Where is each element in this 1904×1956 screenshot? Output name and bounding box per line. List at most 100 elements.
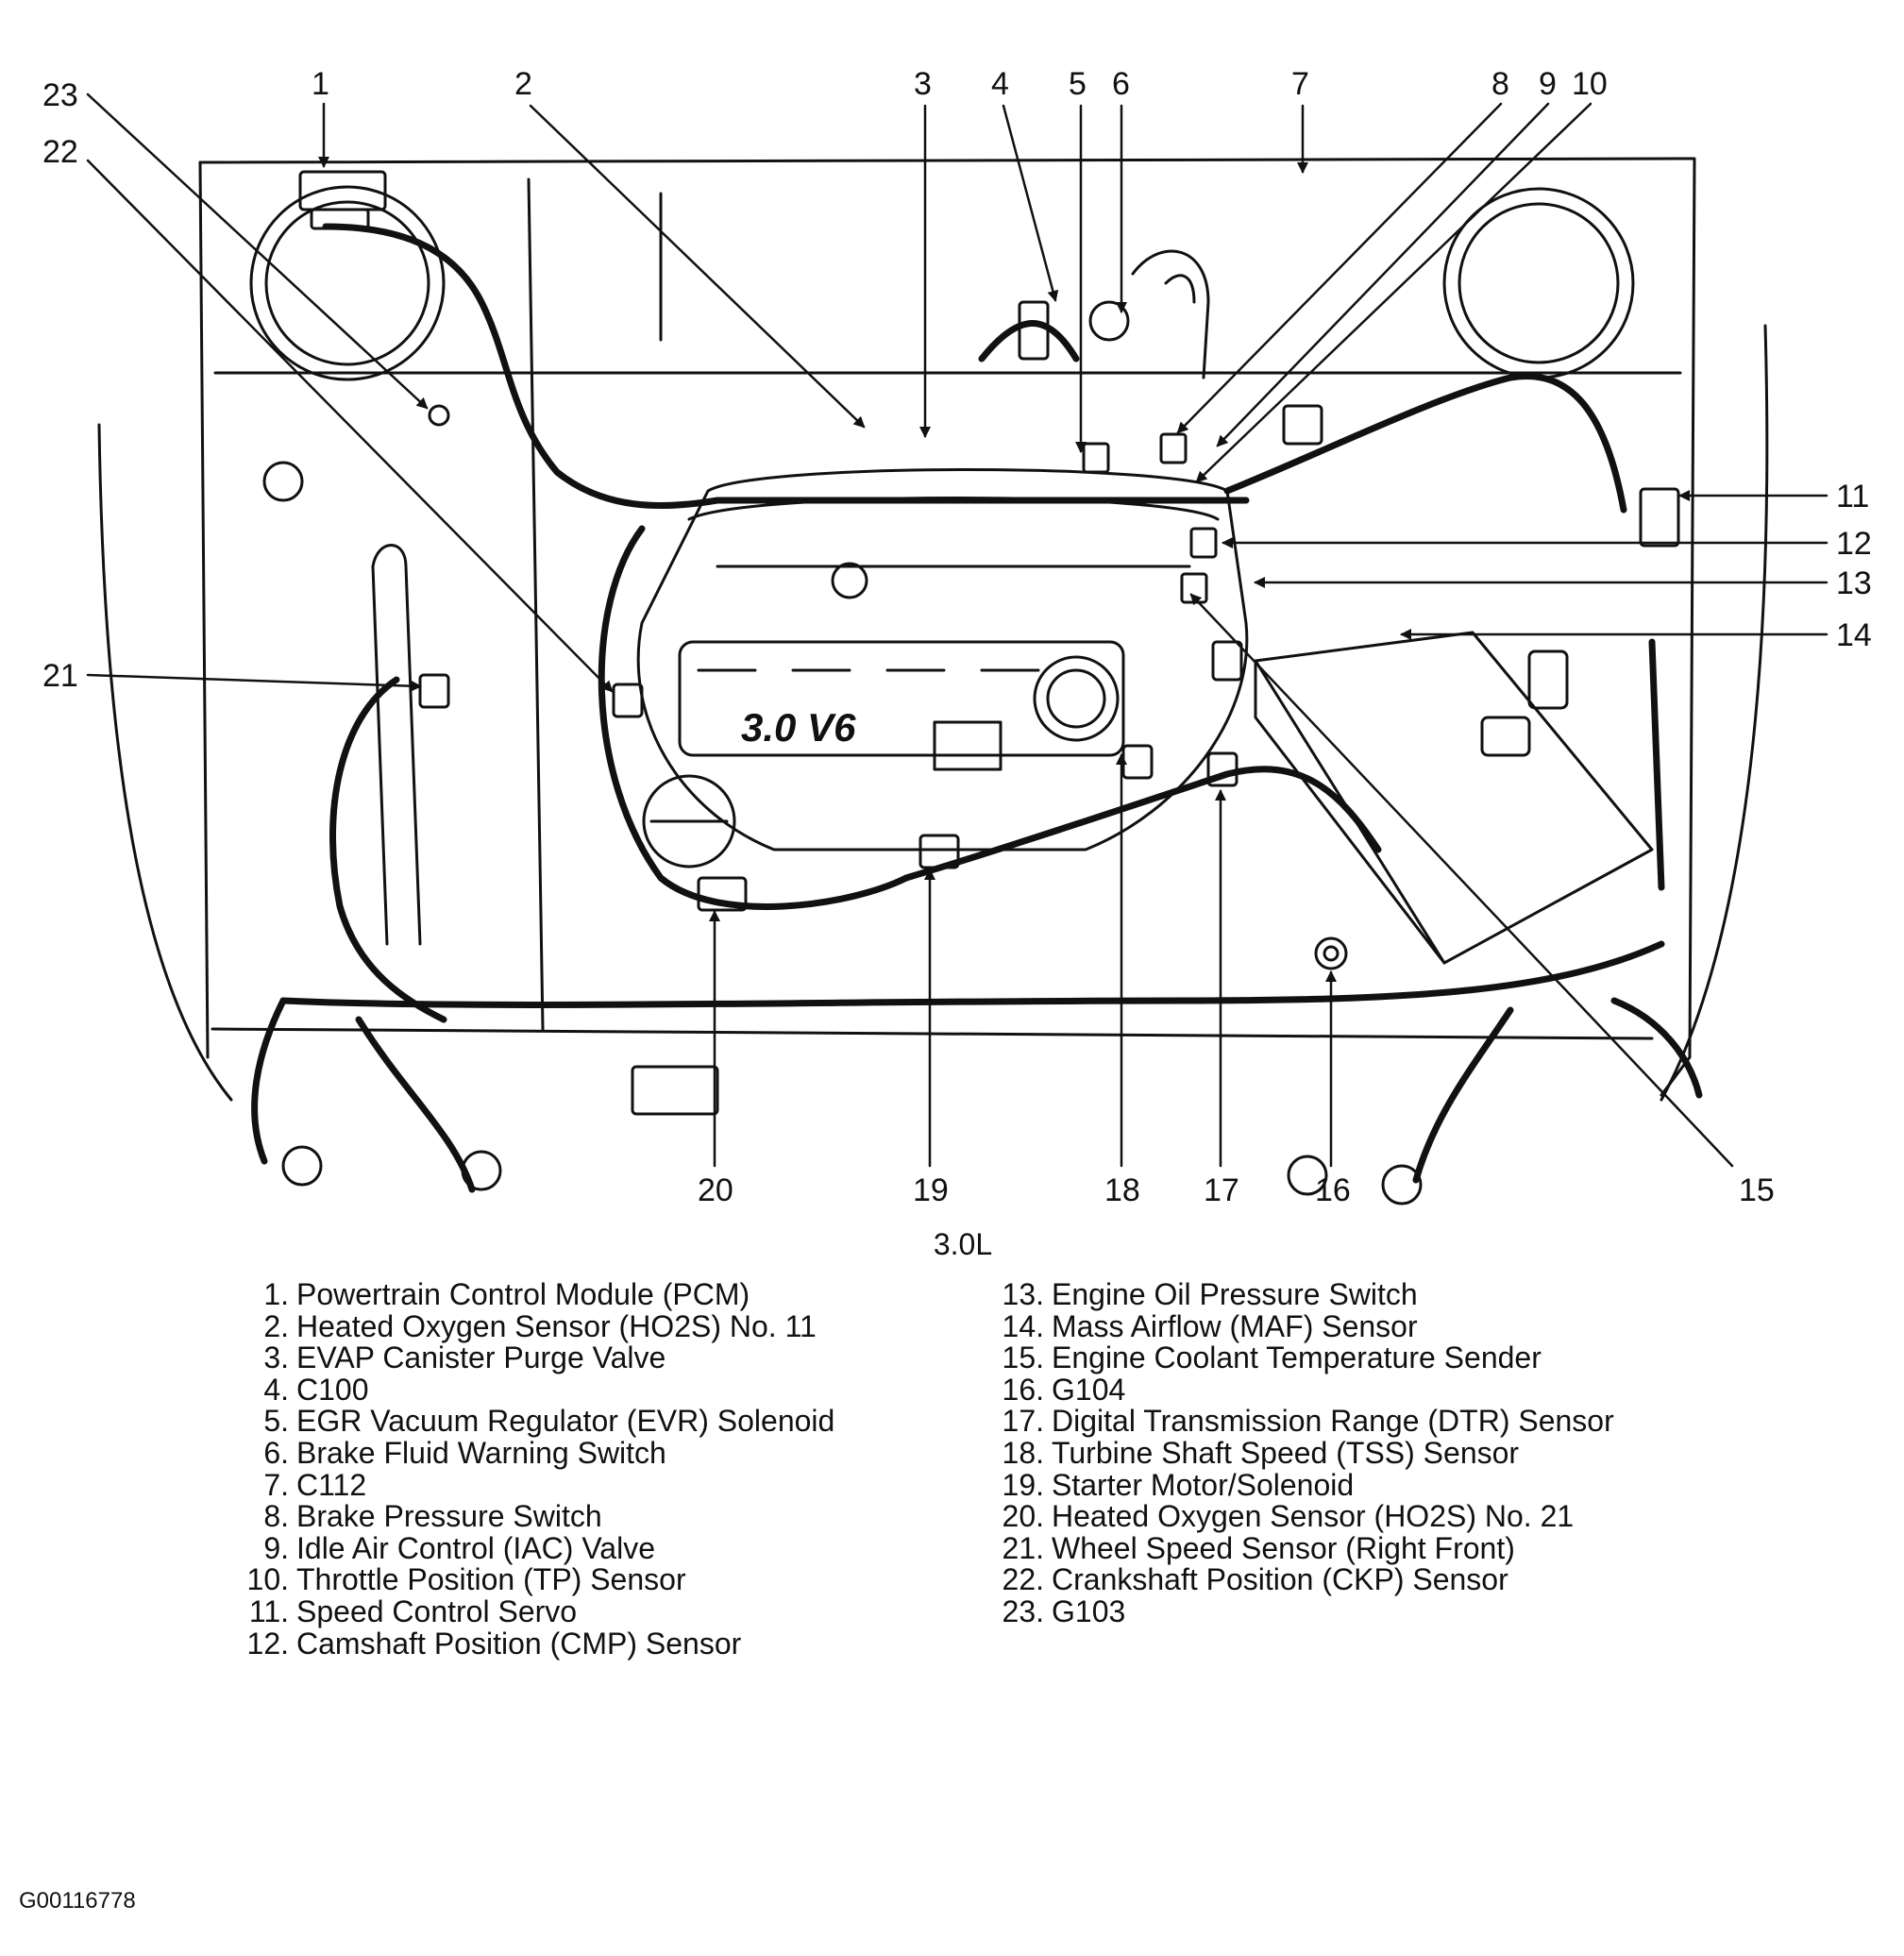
- engine-block: [636, 468, 1249, 868]
- legend-item: 9.Idle Air Control (IAC) Valve: [236, 1530, 834, 1565]
- legend-item-number: 23.: [1002, 1593, 1044, 1628]
- legend-item-number: 5.: [263, 1404, 289, 1439]
- legend-item: 7.C112: [236, 1467, 834, 1502]
- pcm-connector: [310, 208, 370, 230]
- legend-item-number: 16.: [1002, 1372, 1044, 1407]
- legend-item-number: 14.: [1002, 1308, 1044, 1343]
- leader-lines: [86, 93, 1828, 1168]
- legend-item-number: 15.: [1002, 1341, 1044, 1375]
- callout-7: 7: [1291, 66, 1309, 102]
- wiring-harness: [251, 223, 1703, 1193]
- callout-13: 13: [1836, 565, 1872, 601]
- callout-10: 10: [1572, 66, 1608, 102]
- legend-item-number: 9.: [263, 1530, 289, 1565]
- legend-item-label: Heated Oxygen Sensor (HO2S) No. 21: [1052, 1499, 1575, 1534]
- legend-item: 21.Wheel Speed Sensor (Right Front): [991, 1530, 1614, 1565]
- legend-left-column: 1.Powertrain Control Module (PCM)2.Heate…: [236, 1277, 835, 1661]
- legend-item-label: C100: [296, 1372, 369, 1407]
- legend-item-number: 2.: [263, 1308, 289, 1343]
- legend-item-number: 12.: [246, 1626, 289, 1661]
- legend-item: 11.Speed Control Servo: [236, 1593, 834, 1628]
- leader-23: [86, 93, 429, 410]
- callout-22: 22: [42, 134, 78, 170]
- legend-item: 3.EVAP Canister Purge Valve: [236, 1342, 834, 1374]
- legend-item-label: Heated Oxygen Sensor (HO2S) No. 11: [296, 1308, 817, 1343]
- legend-item-number: 4.: [263, 1372, 289, 1407]
- engine-compartment-outline: [97, 157, 1769, 1102]
- legend-item-label: Camshaft Position (CMP) Sensor: [296, 1626, 742, 1661]
- legend-item-number: 6.: [263, 1435, 289, 1470]
- leader-10: [1195, 102, 1592, 483]
- legend-item: 22.Crankshaft Position (CKP) Sensor: [991, 1564, 1614, 1596]
- legend-item-number: 11.: [248, 1593, 289, 1628]
- legend-item: 2.Heated Oxygen Sensor (HO2S) No. 11: [236, 1308, 834, 1343]
- air-intake: [371, 249, 1210, 946]
- leader-15: [1189, 593, 1734, 1168]
- leader-22: [86, 159, 614, 693]
- callout-20: 20: [698, 1172, 733, 1208]
- ground-g104: [1314, 936, 1348, 970]
- callout-numbers: 1 2 3 4 5 6 7 8 9 10 11 12 13 14 15 16 1…: [42, 66, 1872, 1208]
- legend-item: 18.Turbine Shaft Speed (TSS) Sensor: [991, 1435, 1614, 1470]
- leader-9: [1216, 102, 1550, 447]
- legend-item-label: EVAP Canister Purge Valve: [296, 1341, 666, 1375]
- leader-21: [86, 673, 422, 692]
- legend-item-label: Brake Fluid Warning Switch: [296, 1435, 666, 1470]
- legend-item-label: Engine Oil Pressure Switch: [1052, 1277, 1418, 1311]
- legend-item-number: 22.: [1002, 1562, 1044, 1597]
- callout-16: 16: [1315, 1172, 1351, 1208]
- legend-item-number: 20.: [1002, 1499, 1044, 1534]
- components: [262, 170, 1680, 1206]
- legend-item: 14.Mass Airflow (MAF) Sensor: [991, 1308, 1614, 1343]
- legend-item-label: Mass Airflow (MAF) Sensor: [1052, 1308, 1418, 1343]
- legend-item: 4.C100: [236, 1374, 834, 1407]
- callout-18: 18: [1104, 1172, 1140, 1208]
- legend-item-number: 7.: [263, 1467, 289, 1502]
- callout-14: 14: [1836, 617, 1872, 653]
- diagram-caption: 3.0L: [933, 1227, 993, 1261]
- callout-9: 9: [1539, 66, 1557, 102]
- legend-item-label: Starter Motor/Solenoid: [1052, 1467, 1355, 1502]
- legend-item: 5.EGR Vacuum Regulator (EVR) Solenoid: [236, 1406, 834, 1438]
- callout-6: 6: [1112, 66, 1130, 102]
- legend-item-label: Brake Pressure Switch: [296, 1499, 602, 1534]
- callout-15: 15: [1739, 1172, 1775, 1208]
- callout-17: 17: [1204, 1172, 1239, 1208]
- legend-item-number: 21.: [1002, 1530, 1044, 1565]
- callout-23: 23: [42, 77, 78, 113]
- legend-item-label: Wheel Speed Sensor (Right Front): [1052, 1530, 1515, 1565]
- legend-item-number: 18.: [1002, 1435, 1044, 1470]
- legend-item: 8.Brake Pressure Switch: [236, 1501, 834, 1533]
- legend-item: 23.G103: [991, 1593, 1614, 1628]
- callout-19: 19: [913, 1172, 949, 1208]
- leader-4: [1002, 104, 1059, 302]
- callout-3: 3: [914, 66, 932, 102]
- engine-cover-text: 3.0 V6: [741, 705, 856, 750]
- callout-2: 2: [514, 66, 532, 102]
- legend-item-number: 17.: [1002, 1404, 1044, 1439]
- leader-2: [529, 104, 866, 429]
- legend-item: 19.Starter Motor/Solenoid: [991, 1467, 1614, 1502]
- callout-12: 12: [1836, 526, 1872, 562]
- callout-5: 5: [1069, 66, 1087, 102]
- legend-item: 13.Engine Oil Pressure Switch: [991, 1277, 1614, 1311]
- leader-8: [1176, 102, 1503, 434]
- callout-4: 4: [991, 66, 1009, 102]
- legend-item-label: Engine Coolant Temperature Sender: [1052, 1341, 1542, 1375]
- legend-item-label: Speed Control Servo: [296, 1593, 578, 1628]
- legend-item-number: 3.: [263, 1341, 289, 1375]
- ground-g103: [428, 404, 450, 427]
- callout-8: 8: [1491, 66, 1509, 102]
- legend-item: 12.Camshaft Position (CMP) Sensor: [236, 1626, 834, 1661]
- strut-tower-left: [249, 185, 446, 381]
- legend-item-label: Idle Air Control (IAC) Valve: [296, 1530, 655, 1565]
- legend-item-label: EGR Vacuum Regulator (EVR) Solenoid: [296, 1404, 835, 1439]
- legend-item-label: C112: [296, 1467, 367, 1502]
- legend-item-label: Turbine Shaft Speed (TSS) Sensor: [1052, 1435, 1520, 1470]
- legend-item-label: Crankshaft Position (CKP) Sensor: [1052, 1562, 1508, 1597]
- legend-item-label: Powertrain Control Module (PCM): [296, 1277, 750, 1311]
- legend-item-label: Throttle Position (TP) Sensor: [296, 1562, 686, 1597]
- figure-id: G00116778: [19, 1888, 136, 1914]
- legend-item-number: 1.: [263, 1277, 289, 1311]
